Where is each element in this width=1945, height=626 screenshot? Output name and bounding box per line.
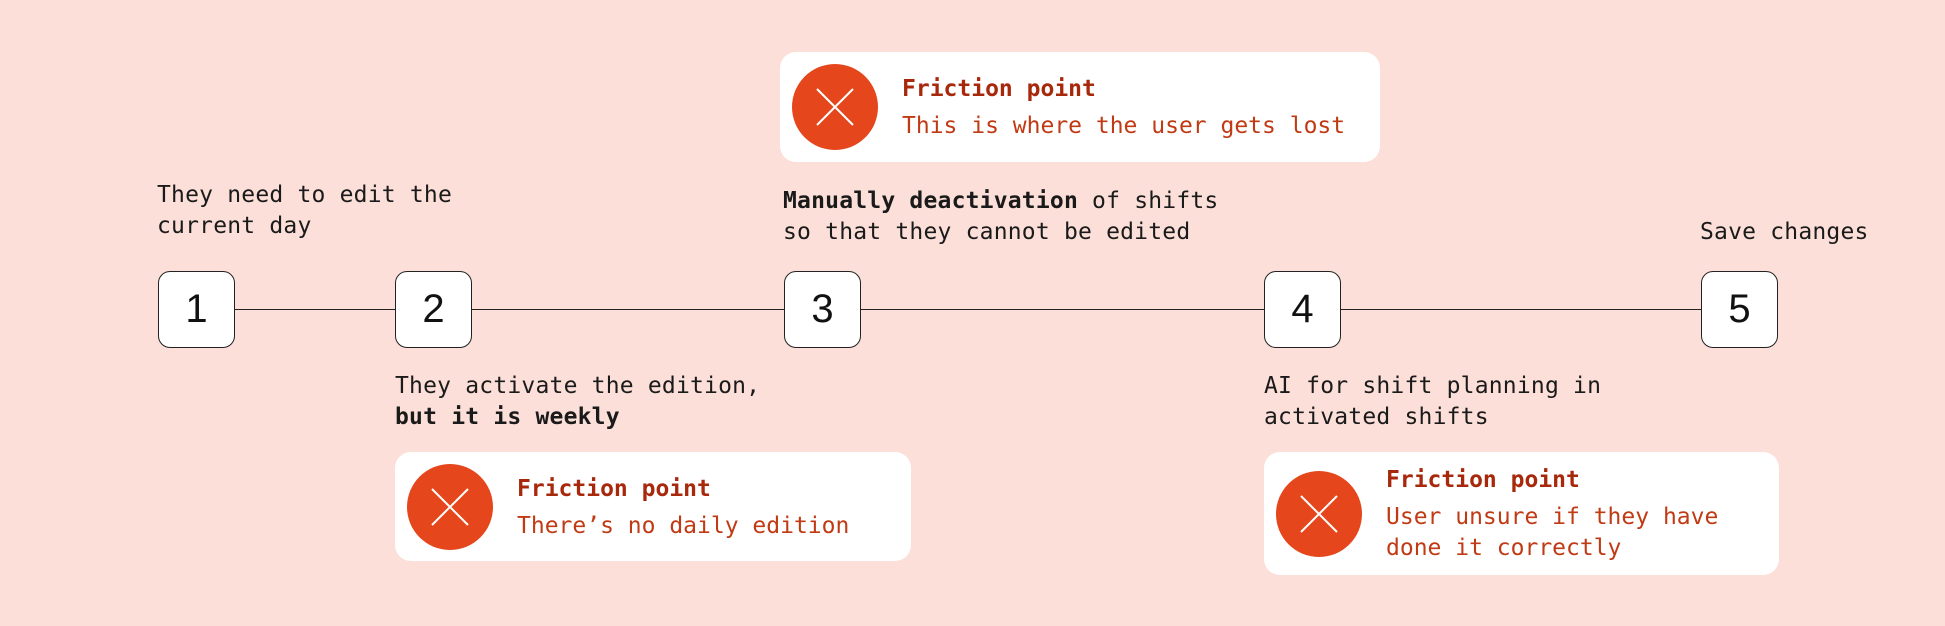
step-3-label: Manually deactivation of shifts so that … xyxy=(783,186,1218,248)
step-2-box: 2 xyxy=(395,271,472,348)
step-1-label-text: They need to edit the current day xyxy=(157,182,452,239)
close-x-icon xyxy=(407,464,493,550)
friction-card-description-line1: User unsure if they have xyxy=(1386,504,1719,530)
step-5-label: Save changes xyxy=(1700,219,1869,245)
friction-card-title: Friction point xyxy=(1386,467,1580,493)
step-5-box: 5 xyxy=(1701,271,1778,348)
step-3-label-line1: Manually deactivation of shifts xyxy=(783,186,1218,217)
connector-3-4 xyxy=(861,309,1264,310)
step-4-label-line2: activated shifts xyxy=(1264,404,1489,430)
step-4-label-line1: AI for shift planning in xyxy=(1264,373,1602,399)
close-x-icon xyxy=(1276,471,1362,557)
friction-card-title: Friction point xyxy=(902,76,1096,102)
friction-card-description: This is where the user gets lost xyxy=(902,113,1346,139)
connector-1-2 xyxy=(235,309,395,310)
connector-4-5 xyxy=(1341,309,1701,310)
friction-card-step-4: Friction point User unsure if they have … xyxy=(1264,452,1779,575)
step-1-label: They need to edit the current day xyxy=(157,180,457,242)
step-2-label-line1: They activate the edition, xyxy=(395,373,761,399)
connector-2-3 xyxy=(472,309,784,310)
friction-card-step-2: Friction point There’s no daily edition xyxy=(395,452,911,561)
friction-card-step-3: Friction point This is where the user ge… xyxy=(780,52,1380,162)
step-4-label: AI for shift planning in activated shift… xyxy=(1264,371,1601,433)
friction-card-description: There’s no daily edition xyxy=(517,513,850,539)
step-3-box: 3 xyxy=(784,271,861,348)
step-2-label-bold: but it is weekly xyxy=(395,404,620,430)
close-x-icon xyxy=(792,64,878,150)
step-3-label-line2: so that they cannot be edited xyxy=(783,219,1191,245)
step-3-label-rest: of shifts xyxy=(1078,188,1219,214)
friction-card-title: Friction point xyxy=(517,476,711,502)
step-2-label: They activate the edition, but it is wee… xyxy=(395,371,760,433)
friction-card-description: User unsure if they have done it correct… xyxy=(1386,502,1718,564)
friction-card-description-line2: done it correctly xyxy=(1386,535,1622,561)
step-3-label-bold: Manually deactivation xyxy=(783,188,1078,214)
step-4-box: 4 xyxy=(1264,271,1341,348)
step-1-box: 1 xyxy=(158,271,235,348)
